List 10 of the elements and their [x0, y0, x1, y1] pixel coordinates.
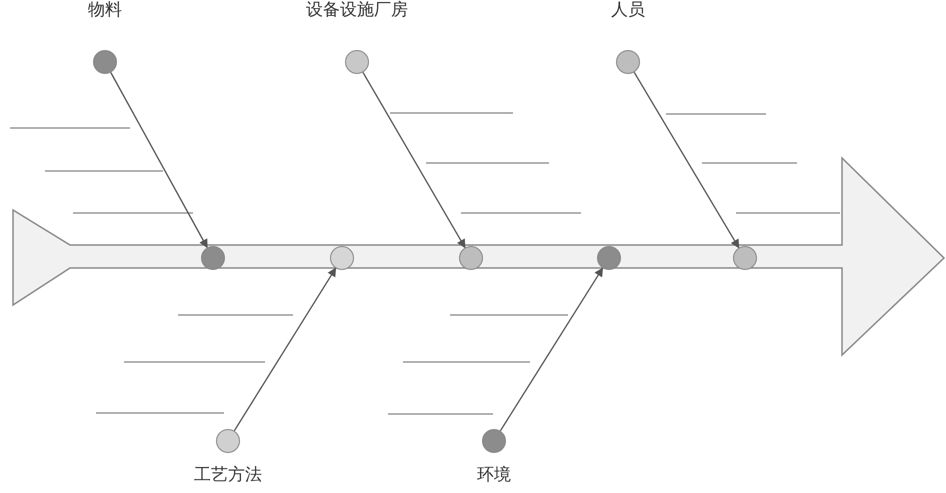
arrow [362, 72, 466, 248]
arrow [634, 72, 740, 248]
category-label: 设备设施厂房 [306, 0, 408, 20]
arrow [110, 72, 208, 248]
arrow [500, 267, 604, 432]
arrow [234, 267, 336, 432]
category-label: 人员 [611, 0, 645, 20]
category-label: 工艺方法 [194, 465, 262, 485]
category-label: 物料 [88, 0, 122, 20]
category-label: 环境 [477, 465, 511, 485]
